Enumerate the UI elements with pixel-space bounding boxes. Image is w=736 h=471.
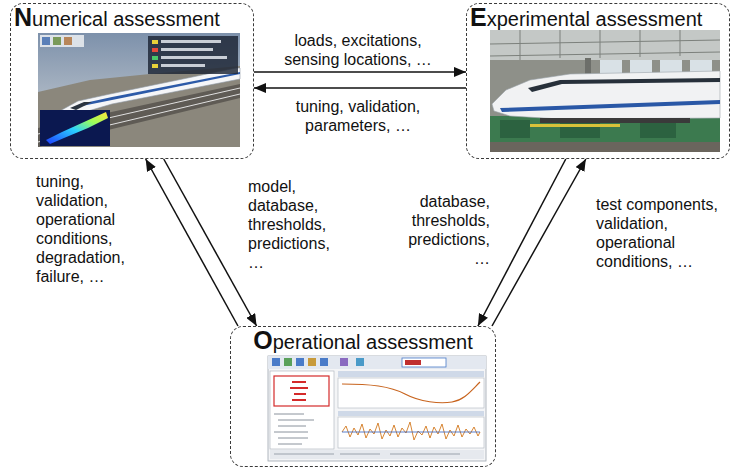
edge-label: tuning, validation, parameters, … [274,97,442,135]
simulation-screenshot [40,35,84,47]
lab-photo [528,78,720,92]
monitoring-software-screenshot [272,358,280,366]
arrow-connector [164,159,257,326]
assessment-panel: Experimental assessment [466,3,730,159]
simulation-screenshot [70,102,92,110]
monitoring-software-screenshot [274,414,314,444]
monitoring-software-screenshot [274,376,329,406]
lab-photo [490,142,720,152]
monitoring-software-screenshot [338,417,484,448]
lab-photo [500,120,530,138]
simulation-screenshot [148,36,238,74]
simulation-screenshot [40,110,110,146]
monitoring-software-screenshot [274,454,460,455]
arrow-connector [492,159,586,326]
monitoring-software-screenshot [308,358,316,366]
monitoring-software-screenshot [338,378,484,408]
simulation-screenshot [80,72,240,106]
monitoring-software-screenshot [268,356,486,369]
assessment-panel: Numerical assessment [10,3,254,159]
simulation-screenshot [161,48,213,51]
monitoring-software-screenshot [405,360,421,365]
simulation-screenshot [152,48,158,52]
monitoring-software-screenshot [296,358,304,366]
monitoring-software-screenshot [342,422,480,440]
edge-label: database, thresholds, predictions, … [392,192,490,268]
edge-label: model, database, thresholds, predictions… [248,177,344,272]
edge-label: tuning, validation, operational conditio… [36,172,141,286]
simulation-screenshot [38,33,240,147]
lab-photo [490,30,720,60]
simulation-screenshot [42,37,50,45]
assessment-panel: Operational assessment [230,326,496,467]
simulation-screenshot [38,66,240,147]
simulation-screenshot [161,40,221,43]
simulation-screenshot [161,64,205,67]
arrow-connector [254,87,466,89]
monitoring-software-screenshot [338,371,484,377]
monitoring-software-screenshot [342,432,480,433]
simulation-screenshot [46,112,108,144]
lab-photo [500,100,720,112]
edge-label: loads, excitations, sensing locations, … [274,31,442,69]
connectors [146,72,586,326]
lab-photo [490,116,720,142]
lab-photo [540,118,690,123]
monitoring-software-screenshot [270,450,484,459]
simulation-screenshot [152,40,158,44]
lab-photo [530,124,620,127]
simulation-screenshot [161,56,227,59]
monitoring-software-screenshot [290,382,308,400]
simulation-screenshot [152,64,158,68]
monitoring-software-screenshot [340,358,348,366]
simulation-screenshot [53,37,61,45]
simulation-screenshot [38,33,240,147]
lab-photo [490,30,720,152]
panel-heading: Numerical assessment [14,5,220,31]
lab-photo [492,71,720,119]
monitoring-software-screenshot [320,358,328,366]
edge-label: test components, validation, operational… [596,195,730,271]
monitoring-software-screenshot [270,371,334,449]
panel-heading: Operational assessment [253,328,473,354]
monitoring-software-screenshot [284,358,292,366]
simulation-screenshot [152,56,158,60]
monitoring-software-screenshot [402,358,446,367]
arrow-connector [254,71,466,73]
lab-photo [490,30,720,152]
monitoring-software-screenshot [268,356,486,461]
panel-heading: Experimental assessment [470,5,702,31]
simulation-screenshot [64,37,72,45]
monitoring-software-screenshot [356,358,364,366]
monitoring-software-screenshot [338,411,484,416]
arrow-connector [478,159,566,326]
monitoring-software-screenshot [342,382,480,403]
lab-photo [490,30,720,60]
monitoring-software-screenshot [268,356,486,461]
arrow-connector [146,159,238,326]
